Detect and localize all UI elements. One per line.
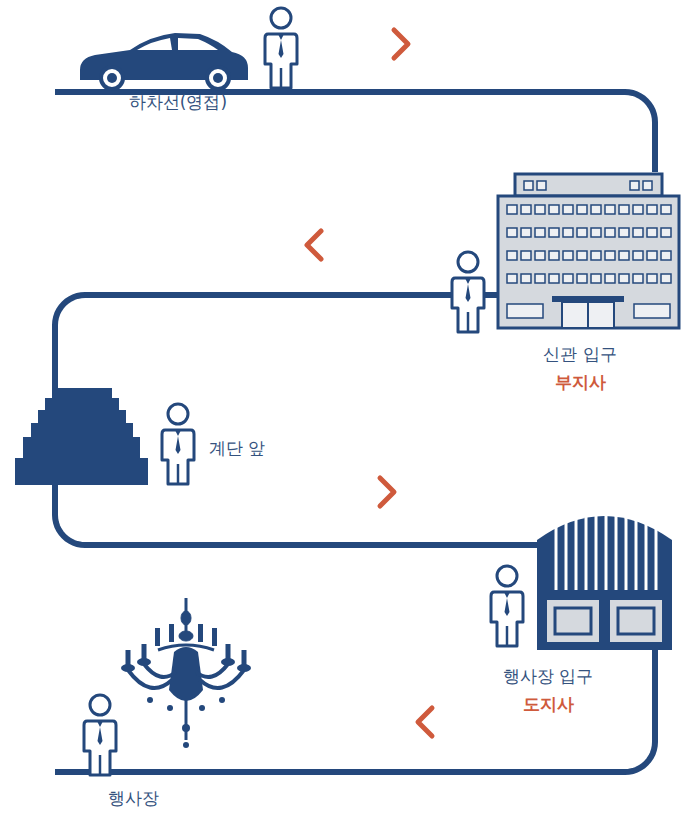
track-stub [55,769,262,775]
person-icon [84,695,116,775]
car-window [178,38,218,50]
route-path [55,295,497,388]
car-icon [80,33,248,89]
person-icon [265,8,297,88]
gate-panel [547,600,599,642]
stop-label: 신관 입구 [543,340,616,368]
route-stop: 계단 앞 [12,388,292,485]
route-path [302,92,655,172]
direction-chevron [418,708,432,736]
route-stop: 신관 입구부지사 [497,172,682,394]
building-door [562,302,614,328]
route-stop: 행사장 입구도지사 [492,498,675,718]
stop-label: 행사장 [108,786,159,810]
car-wheel [207,67,229,89]
building-attic [515,174,662,196]
building-window [524,181,533,190]
gate-icon [537,511,672,650]
building-window [507,304,543,318]
car-wheel [107,73,117,83]
stairs-icon [15,388,148,485]
building-window [634,304,670,318]
building-window [643,181,652,190]
role-label: 부지사 [555,368,606,396]
building-body [498,196,679,328]
car-wheel [213,73,223,83]
person-icon [452,252,484,332]
gate-panel [610,600,662,642]
building-icon [498,174,679,328]
building-window [630,181,639,190]
route-stop: 행사장 [80,595,260,812]
person-icon [162,404,194,484]
track-stub [490,542,540,548]
route-path [55,485,492,545]
gate-panel [555,608,591,634]
direction-chevron [380,478,394,506]
building-door [587,302,589,328]
route-stop: 하차선(영접) [75,10,302,132]
building-windows [505,203,673,295]
gate-bars [556,511,656,590]
chandelier-icon [121,598,251,748]
car-window [137,38,172,50]
direction-chevron [394,30,408,58]
building-window [537,181,546,190]
route-path [260,718,655,772]
role-label: 도지사 [523,690,574,718]
person-icon [491,566,523,646]
stop-label: 행사장 입구 [503,662,593,690]
car-wheel [101,67,123,89]
gate-panel [618,608,654,634]
direction-chevron [307,231,321,259]
track-stub [652,648,658,720]
stop-label: 계단 앞 [209,436,265,460]
stop-label: 하차선(영접) [129,90,227,114]
